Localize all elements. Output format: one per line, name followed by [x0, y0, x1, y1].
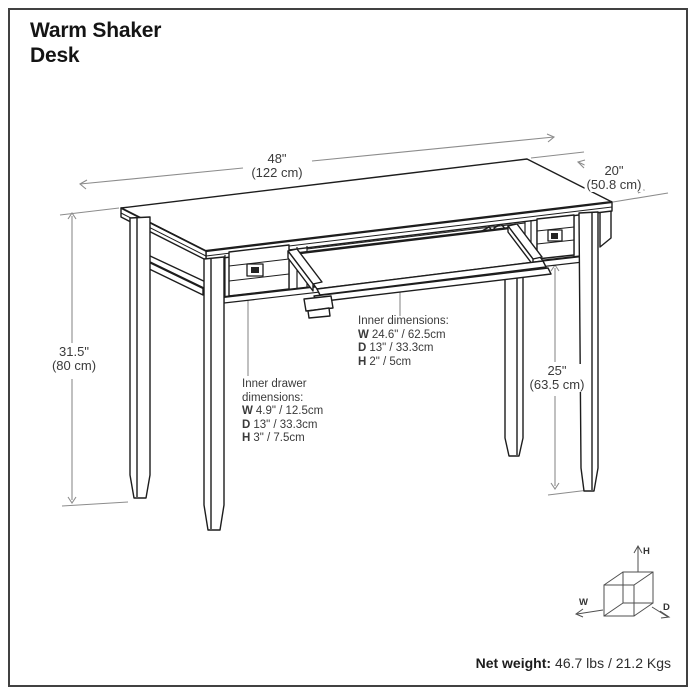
ext-line-back-right [530, 151, 585, 159]
clearance-dimension-line [550, 264, 560, 490]
cube-front-face [603, 584, 635, 617]
ext-line-front-right [612, 192, 669, 203]
axis-cube-icon [574, 544, 671, 619]
width-dimension-label: 48" (122 cm) [249, 151, 305, 180]
height-dimension-line [67, 212, 77, 504]
tray-bracket [303, 295, 334, 312]
keyboard-tray [287, 223, 552, 319]
product-title: Warm Shaker Desk [30, 18, 161, 68]
dimension-lines [59, 133, 669, 507]
clearance-dimension-label: 25" (63.5 cm) [527, 363, 587, 392]
height-axis-arrow [633, 544, 643, 572]
width-dimension-line [79, 133, 556, 190]
desktop [120, 158, 613, 261]
depth-dimension-label: 20" (50.8 cm) [584, 163, 644, 192]
opening-back-line [306, 222, 526, 250]
net-weight-label: Net weight: [475, 655, 552, 671]
desk-back-left-leg [129, 216, 151, 499]
ext-line-bottom-left [61, 501, 129, 507]
inner-drawer-title-line2: dimensions: [242, 391, 304, 404]
cube-height-label: H [643, 546, 650, 557]
desk-front-right-leg [578, 211, 599, 492]
width-axis-arrow [574, 608, 604, 618]
right-drawer [536, 214, 575, 260]
net-weight: Net weight:46.7 lbs / 21.2 Kgs [476, 655, 671, 671]
depth-axis-arrow [651, 606, 671, 619]
desk-rear-right-leg [504, 261, 524, 457]
height-dimension-label: 31.5" (80 cm) [49, 344, 99, 373]
product-title-line2: Desk [30, 44, 80, 67]
left-drawer [228, 244, 290, 297]
net-weight-value: 46.7 lbs / 21.2 Kgs [555, 655, 671, 671]
cube-width-label: W [579, 597, 588, 608]
product-title-line1: Warm Shaker [30, 19, 162, 42]
inner-dimensions-title: Inner dimensions: [358, 315, 449, 327]
cube-back-face [622, 571, 654, 604]
left-stretcher [140, 254, 211, 296]
cube-depth-label: D [663, 602, 670, 613]
ext-line-top-left [59, 207, 120, 216]
page-border [8, 8, 688, 687]
inner-drawer-title-line1: Inner drawer [242, 378, 307, 390]
desk-front-left-leg [203, 256, 225, 531]
ext-line-clearance-bottom [547, 489, 590, 496]
desk-illustration [120, 158, 613, 531]
